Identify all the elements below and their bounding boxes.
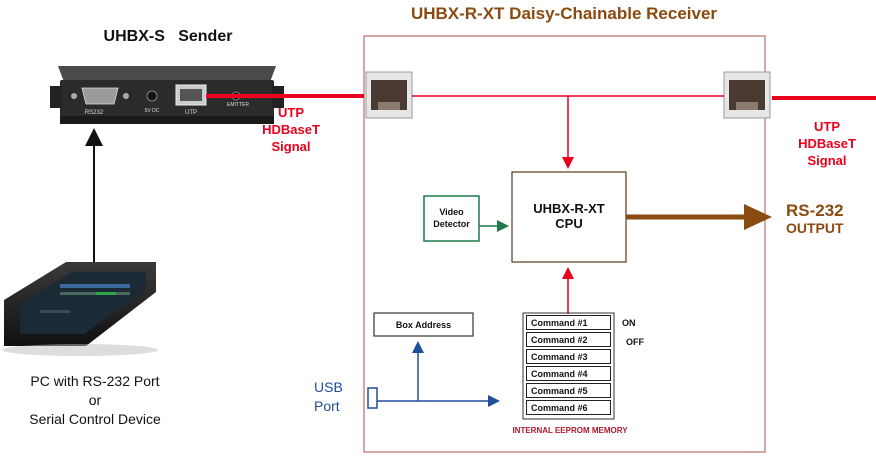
- receiver-title: UHBX-R-XT Daisy-Chainable Receiver: [410, 4, 718, 23]
- sender-port-5v: 5V DC: [145, 108, 160, 114]
- command-slot-6: Command #6: [526, 400, 611, 415]
- receiver-enclosure: [363, 35, 766, 453]
- sender-port-rs232: RS232: [85, 110, 104, 116]
- rj45-port-right: [723, 71, 771, 119]
- box-address-box: [373, 312, 474, 337]
- control-tablet-image: [2, 262, 158, 356]
- box-address-label: Box Address: [395, 319, 452, 330]
- sender-port-utp: UTP: [185, 110, 197, 116]
- rs232-output-label: RS-232 OUTPUT: [786, 201, 876, 237]
- pc-caption: PC with RS-232 Port or Serial Control De…: [0, 372, 190, 429]
- command-slot-1: Command #1: [526, 315, 611, 330]
- rs232-label-line2: OUTPUT: [786, 220, 844, 236]
- utp-label-line: UTP: [278, 105, 304, 120]
- utp-signal-label-left: UTP HDBaseT Signal: [256, 104, 326, 155]
- pc-caption-line2: or: [88, 392, 102, 408]
- usb-label-line1: USB: [314, 379, 343, 395]
- video-detector-label: Video Detector: [425, 200, 478, 236]
- signal-label-line: Signal: [271, 139, 311, 154]
- command-slot-3: Command #3: [526, 349, 611, 364]
- cpu-box: [511, 171, 627, 263]
- eeprom-command-stack: [522, 312, 615, 420]
- cpu-label-line1: UHBX-R-XT: [533, 201, 605, 216]
- hdbaset-label-line: HDBaseT: [798, 136, 856, 151]
- video-detector-line1: Video: [439, 207, 464, 217]
- rs232-label-line1: RS-232: [786, 201, 844, 220]
- sender-port-emitter: EMITTER: [227, 102, 249, 108]
- utp-signal-label-right: UTP HDBaseT Signal: [792, 118, 862, 169]
- eeprom-label: INTERNAL EEPROM MEMORY: [512, 426, 628, 435]
- pc-caption-line1: PC with RS-232 Port: [30, 373, 160, 389]
- command-on-label: ON: [622, 318, 636, 328]
- cpu-label: UHBX-R-XT CPU: [514, 196, 624, 236]
- command-off-label: OFF: [626, 337, 644, 347]
- rs232-output-arrowhead: [744, 204, 772, 230]
- hdbaset-label-line: HDBaseT: [262, 122, 320, 137]
- command-slot-2: Command #2: [526, 332, 611, 347]
- usb-port-connector: [367, 387, 378, 409]
- pc-caption-line3: Serial Control Device: [29, 411, 161, 427]
- video-detector-box: [423, 195, 480, 242]
- signal-label-line: Signal: [807, 153, 847, 168]
- command-slot-4: Command #4: [526, 366, 611, 381]
- cpu-label-line2: CPU: [555, 216, 583, 231]
- utp-label-line: UTP: [814, 119, 840, 134]
- usb-label-line2: Port: [314, 398, 340, 414]
- usb-port-label: USB Port: [314, 378, 354, 416]
- video-detector-line2: Detector: [433, 219, 470, 229]
- rj45-port-left: [365, 71, 413, 119]
- command-slot-5: Command #5: [526, 383, 611, 398]
- sender-title: UHBX-S Sender: [103, 28, 233, 45]
